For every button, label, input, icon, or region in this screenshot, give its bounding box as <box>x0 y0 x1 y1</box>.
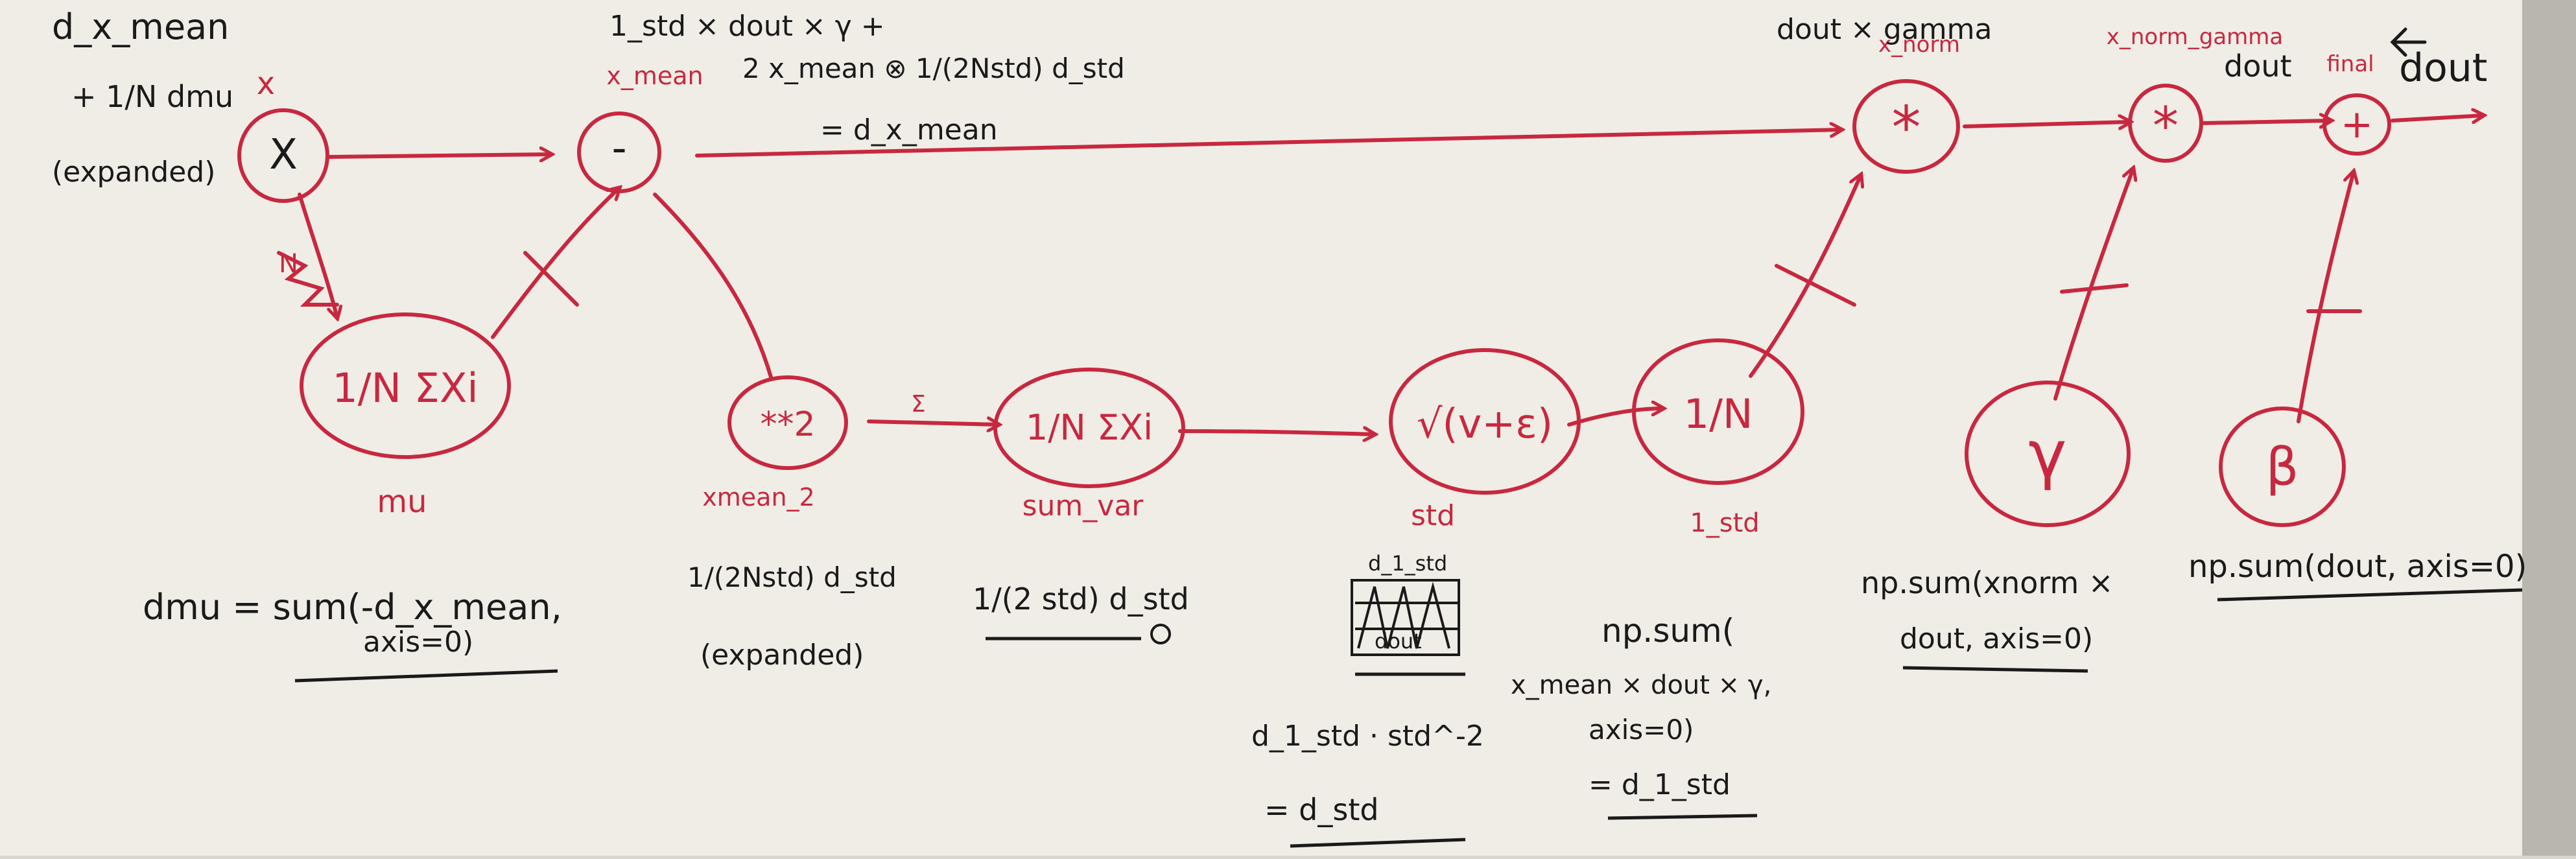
paper-shadow <box>2516 0 2576 856</box>
annot-dout-top: dout <box>2224 49 2292 84</box>
tick-gamma <box>2060 283 2129 294</box>
node-square-symbol: **2 <box>760 405 815 444</box>
node-labels: x x_mean mu xmean_2 sum_var std 1_std x_… <box>257 24 2374 538</box>
node-x-symbol: X <box>269 131 298 179</box>
node-subtract-symbol: - <box>611 124 626 172</box>
annot-dmu-line1: dmu = sum(-d_x_mean, <box>143 587 562 628</box>
edge-add-beta-output <box>2391 115 2483 121</box>
node-mult-gamma <box>2128 84 2203 163</box>
node-mult-norm-over-label: x_norm <box>1878 32 1960 58</box>
node-mean-symbol: 1/N ΣXi <box>332 364 478 412</box>
scribble-mu-arrow <box>277 251 339 307</box>
node-mean <box>300 312 511 459</box>
node-x <box>237 108 329 203</box>
annot-dmu-line2: axis=0) <box>363 626 473 659</box>
node-sum-var-label: sum_var <box>1022 489 1144 523</box>
annot-sumvar-grad: 1/(2 std) d_std <box>973 582 1189 617</box>
annot-xmean2-grad-line2: (expanded) <box>700 639 864 672</box>
annot-x-mean-top-line3: = d_x_mean <box>820 113 998 147</box>
tick-mean-subtract <box>523 251 579 307</box>
annot-dout-gamma: dout × gamma <box>1777 13 1992 46</box>
edge-reciprocal-to-mult-norm <box>1749 175 1861 378</box>
np-sum-beta-underline <box>2217 588 2523 602</box>
edge-beta-to-add-beta <box>2297 172 2354 423</box>
node-gamma <box>1965 381 2131 527</box>
tick-reciprocal-norm <box>1775 264 1856 307</box>
edge-square-to-sumvar <box>867 421 998 425</box>
np-sum-std-underline <box>1607 814 1758 820</box>
annot-np-sum-gamma-line1: np.sum(xnorm × <box>1861 565 2113 600</box>
node-add-beta-over-label: final <box>2326 51 2374 77</box>
annot-d-x-mean-line1: d_x_mean <box>52 6 229 47</box>
edge-x-to-subtract <box>325 154 551 157</box>
annot-np-sum-std-line4: = d_1_std <box>1589 768 1731 801</box>
annot-std-chain-line1: d_1_std · std^-2 <box>1251 720 1484 753</box>
annot-np-sum-gamma-line2: dout, axis=0) <box>1900 622 2093 655</box>
node-mult-norm <box>1852 79 1960 174</box>
node-add-beta <box>2322 93 2391 156</box>
std-chain-underline <box>1290 838 1466 848</box>
node-reciprocal <box>1632 338 1804 485</box>
edge-mean-to-subtract <box>491 188 619 339</box>
edge-tick-marks <box>277 251 2362 313</box>
std-grad-scribble <box>1351 579 1460 656</box>
node-mult-norm-symbol: * <box>1892 94 1921 162</box>
mu-arrow-mark: N <box>279 249 298 279</box>
node-reciprocal-label: 1_std <box>1690 508 1759 538</box>
annot-xmean2-grad-line1: 1/(2Nstd) d_std <box>687 561 897 593</box>
node-sum-var-symbol: 1/N ΣXi <box>1026 407 1153 448</box>
annot-x-mean-top-line1: 1_std × dout × γ + <box>609 10 885 43</box>
final-dout-back-arrow <box>2390 27 2427 57</box>
annot-d-x-mean-line3: (expanded) <box>52 156 215 189</box>
np-sum-gamma-underline <box>1902 666 2088 673</box>
edge-mult-norm-to-mult-gamma <box>1963 122 2130 126</box>
node-sqrt-label: std <box>1411 499 1455 532</box>
annot-x-mean-top-line2: 2 x_mean ⊗ 1/(2Nstd) d_std <box>742 53 1125 84</box>
sumvar-arrow-mark: Σ <box>911 391 926 418</box>
node-subtract-over-label: x_mean <box>606 62 703 90</box>
edge-subtract-to-square <box>653 193 774 381</box>
annot-final-dout: dout <box>2399 45 2487 91</box>
node-sqrt-symbol: √(v+ε) <box>1417 400 1553 447</box>
annot-std-chain-line2: = d_std <box>1264 792 1379 827</box>
annotations: d_x_mean + 1/N dmu (expanded) 1_std × do… <box>52 6 2527 848</box>
node-x-over-label: x <box>257 65 275 102</box>
node-gamma-symbol: γ <box>2028 416 2066 492</box>
node-subtract <box>577 112 661 193</box>
annot-d-x-mean-line2: + 1/N dmu <box>71 79 233 114</box>
node-add-beta-symbol: + <box>2341 102 2373 147</box>
node-square <box>727 375 848 470</box>
node-beta-symbol: β <box>2265 437 2298 497</box>
node-sqrt <box>1389 348 1581 495</box>
node-sum-var <box>993 368 1185 488</box>
annot-std-grad-top: d_1_std <box>1368 551 1447 576</box>
node-reciprocal-symbol: 1/N <box>1684 390 1753 438</box>
node-symbols: X - 1/N ΣXi **2 1/N ΣXi √(v+ε) 1/N * * +… <box>269 94 2373 497</box>
node-beta <box>2219 406 2346 527</box>
annot-np-sum-std-line3: axis=0) <box>1589 714 1694 746</box>
annot-np-sum-std-line1: np.sum( <box>1601 612 1734 650</box>
edge-mult-gamma-to-add-beta <box>2199 121 2331 123</box>
annot-np-sum-beta: np.sum(dout, axis=0) <box>2188 548 2527 585</box>
edge-gamma-to-mult-gamma <box>2053 169 2133 401</box>
annot-std-grad-dout: dout <box>1375 629 1422 653</box>
node-mult-gamma-over-label: x_norm_gamma <box>2107 24 2283 50</box>
edge-sumvar-to-sqrt <box>1178 431 1375 434</box>
dmu-underline <box>294 669 558 683</box>
annot-np-sum-std-line2: x_mean × dout × γ, <box>1511 670 1771 700</box>
node-mean-label: mu <box>377 484 427 520</box>
node-mult-gamma-symbol: * <box>2153 96 2179 156</box>
sumvar-grad-circle-mark <box>1150 624 1171 644</box>
edge-subtract-to-mult-norm <box>695 130 1841 158</box>
node-square-label: xmean_2 <box>702 483 814 512</box>
nodes <box>237 79 2391 527</box>
